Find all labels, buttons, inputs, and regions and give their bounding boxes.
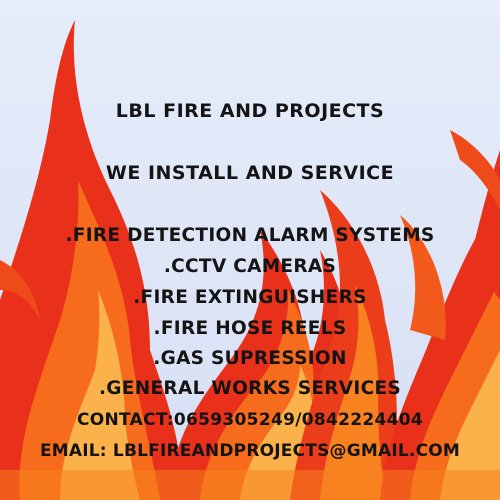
flame-left-tongue bbox=[0, 260, 40, 320]
contact-phone: CONTACT:0659305249/0842224404 bbox=[76, 410, 423, 430]
tagline: WE INSTALL AND SERVICE bbox=[105, 162, 395, 184]
company-name: LBL FIRE AND PROJECTS bbox=[115, 100, 385, 122]
flame-base-glow bbox=[0, 470, 500, 500]
service-item: .GENERAL WORKS SERVICES bbox=[98, 378, 402, 399]
flame-center-right-mid bbox=[320, 285, 385, 500]
flame-top-right-tongue bbox=[450, 130, 500, 210]
flame-right-tongue bbox=[400, 215, 446, 340]
flame-right-inner bbox=[440, 350, 500, 500]
service-item: .FIRE DETECTION ALARM SYSTEMS bbox=[65, 225, 435, 246]
service-item: .GAS SUPRESSION bbox=[153, 348, 347, 369]
service-item: .FIRE EXTINGUISHERS bbox=[133, 287, 367, 308]
service-item: .FIRE HOSE REELS bbox=[153, 318, 347, 339]
contact-email: EMAIL: LBLFIREANDPROJECTS@GMAIL.COM bbox=[39, 441, 461, 461]
flame-left-inner bbox=[60, 290, 140, 500]
service-item: .CCTV CAMERAS bbox=[163, 256, 337, 277]
